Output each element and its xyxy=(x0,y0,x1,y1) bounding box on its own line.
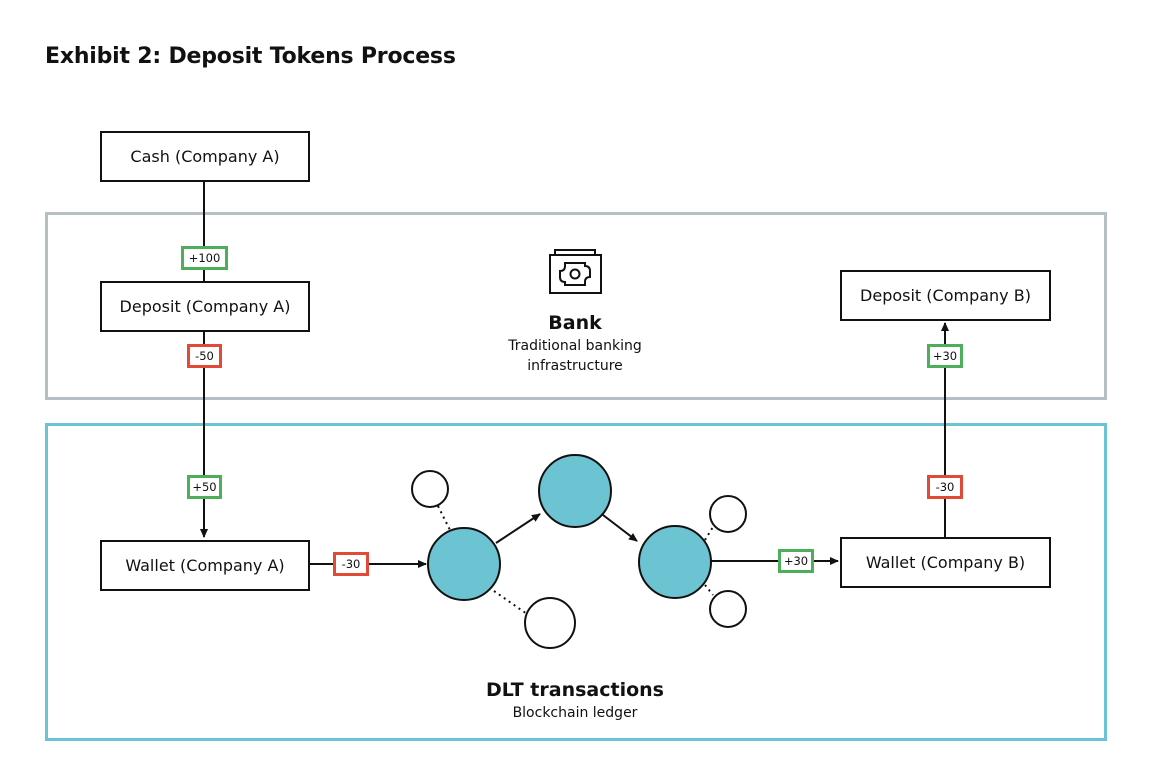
node-deposit-company-b: Deposit (Company B) xyxy=(840,270,1051,321)
peer-node xyxy=(524,597,576,649)
dotted-link-node3-peer-top xyxy=(704,526,714,541)
bank-subtitle-line2: infrastructure xyxy=(527,358,623,374)
node-deposit-company-a: Deposit (Company A) xyxy=(100,281,310,332)
banknote-icon xyxy=(549,249,602,294)
dlt-label: DLT transactions Blockchain ledger xyxy=(425,679,725,723)
flow-badge-wallet-b-out: -30 xyxy=(927,475,963,499)
node-wallet-company-b: Wallet (Company B) xyxy=(840,537,1051,588)
flow-badge-wallet-b-in: +30 xyxy=(778,549,814,573)
exhibit-title: Exhibit 2: Deposit Tokens Process xyxy=(45,44,456,69)
ledger-node-2 xyxy=(538,454,612,528)
node-label: Wallet (Company A) xyxy=(125,556,285,575)
dotted-link-node1-peer-top xyxy=(437,505,451,531)
bank-region xyxy=(45,212,1107,400)
flow-badge-deposit-a-out: -50 xyxy=(187,344,222,368)
dotted-link-node3-peer-bottom xyxy=(704,584,714,596)
connector-node1-node2 xyxy=(495,513,541,544)
peer-node xyxy=(709,495,747,533)
ledger-node-3 xyxy=(638,525,712,599)
bank-title: Bank xyxy=(548,312,602,334)
bank-subtitle-line1: Traditional banking xyxy=(508,338,642,354)
node-label: Deposit (Company A) xyxy=(119,297,291,316)
bank-label: Bank Traditional banking infrastructure xyxy=(475,312,675,376)
connector-node2-node3 xyxy=(602,514,638,542)
flow-badge-cash-to-deposit-a: +100 xyxy=(181,246,228,270)
node-label: Wallet (Company B) xyxy=(865,553,1026,572)
node-label: Cash (Company A) xyxy=(130,147,280,166)
ledger-node-1 xyxy=(427,527,501,601)
dlt-region xyxy=(45,423,1107,741)
dlt-subtitle: Blockchain ledger xyxy=(512,705,638,721)
peer-node xyxy=(411,470,449,508)
flow-badge-deposit-b-in: +30 xyxy=(927,344,963,368)
dotted-link-node1-peer-bottom xyxy=(493,590,528,615)
dlt-title: DLT transactions xyxy=(486,679,664,701)
node-cash-company-a: Cash (Company A) xyxy=(100,131,310,182)
flow-badge-wallet-a-out: -30 xyxy=(333,552,369,576)
peer-node xyxy=(709,590,747,628)
flow-badge-wallet-a-in: +50 xyxy=(187,475,222,499)
node-label: Deposit (Company B) xyxy=(860,286,1031,305)
node-wallet-company-a: Wallet (Company A) xyxy=(100,540,310,591)
